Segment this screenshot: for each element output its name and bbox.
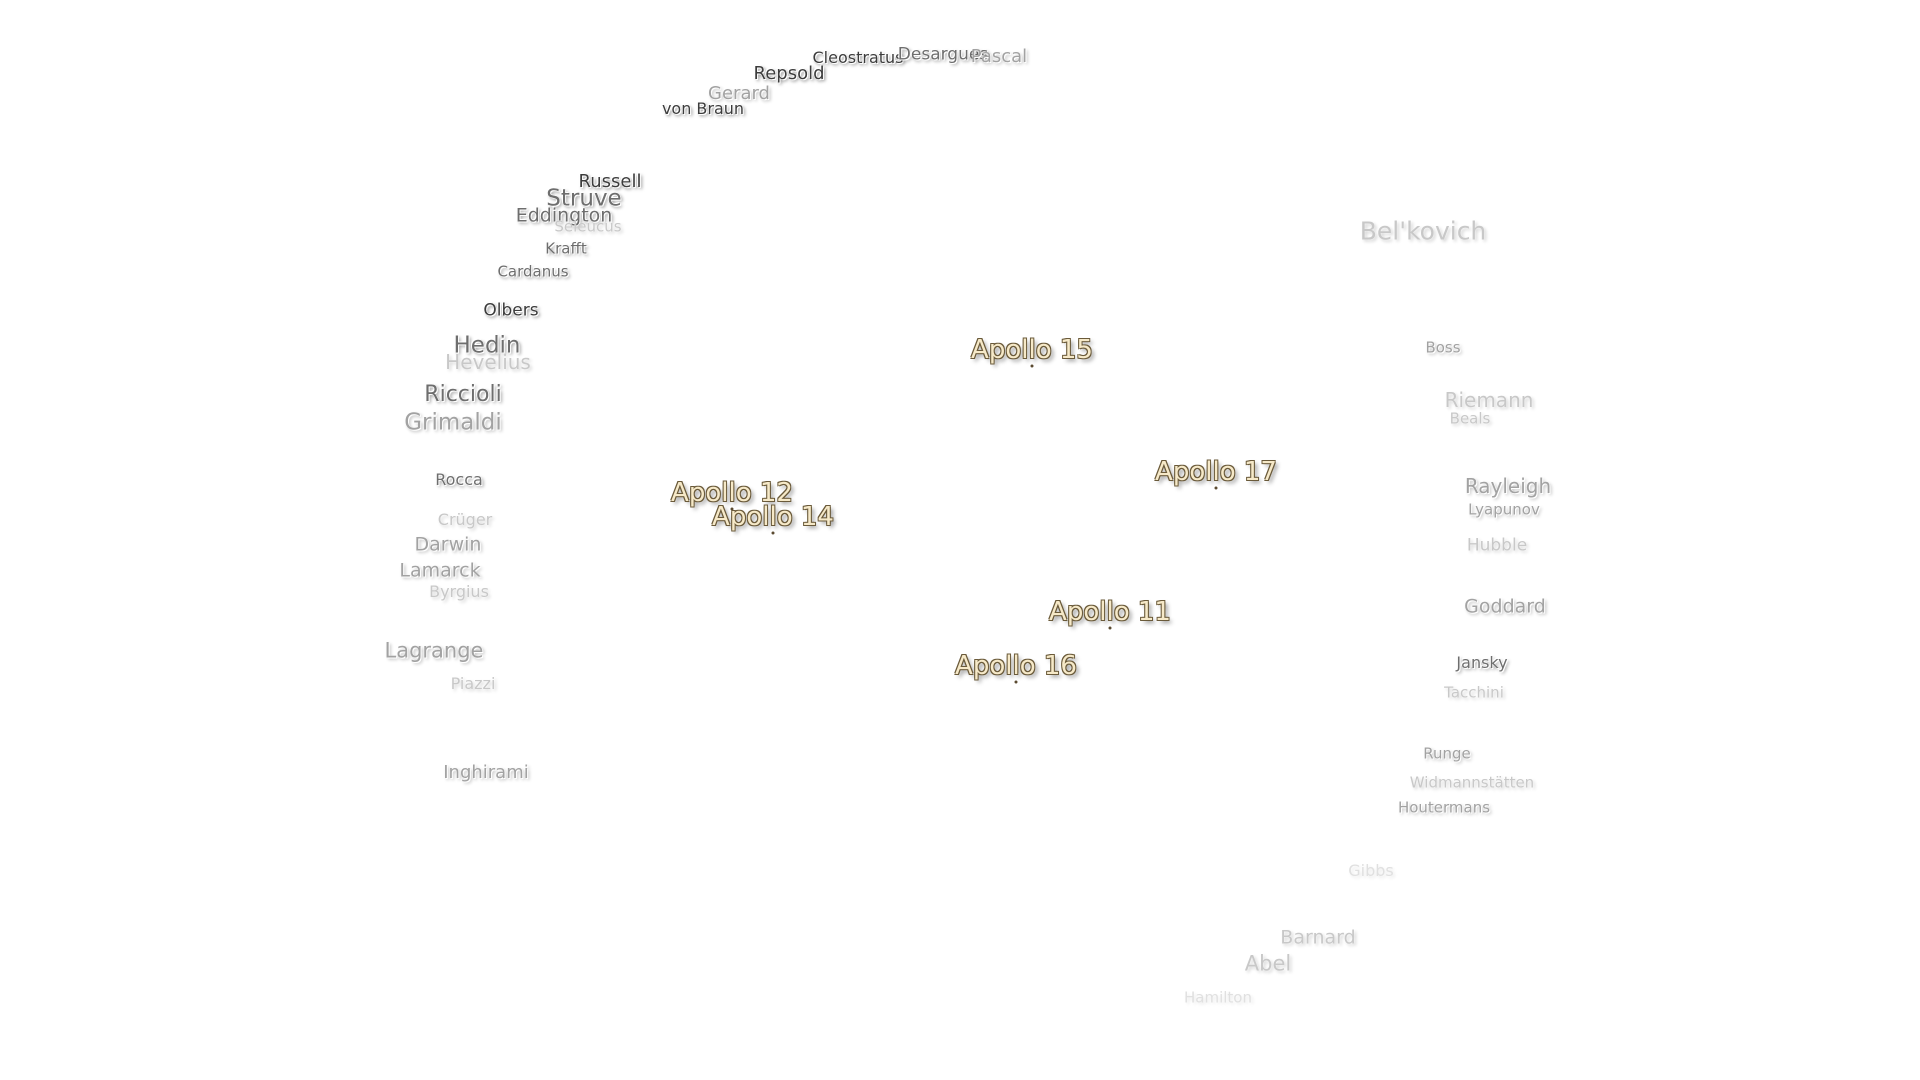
apollo-12-label[interactable]: Apollo 12 <box>671 478 793 508</box>
crater-label-gibbs[interactable]: Gibbs <box>1348 861 1394 880</box>
crater-label-eddington[interactable]: Eddington <box>515 204 613 227</box>
crater-label-beals[interactable]: Beals <box>1449 409 1491 428</box>
apollo-11-label[interactable]: Apollo 11 <box>1049 597 1171 627</box>
apollo-17-label[interactable]: Apollo 17 <box>1155 457 1277 487</box>
crater-label-gerard[interactable]: Gerard <box>708 83 770 104</box>
crater-label-lamarck[interactable]: Lamarck <box>399 559 481 582</box>
crater-label-seleucus[interactable]: Seleucus <box>554 217 622 236</box>
crater-label-byrgius[interactable]: Byrgius <box>429 582 489 601</box>
crater-label-krafft[interactable]: Krafft <box>545 239 587 258</box>
crater-label-rayleigh[interactable]: Rayleigh <box>1464 474 1552 498</box>
crater-label-piazzi[interactable]: Piazzi <box>450 674 496 693</box>
crater-label-grimaldi[interactable]: Grimaldi <box>404 409 502 436</box>
crater-label-belkovich[interactable]: Bel'kovich <box>1359 216 1487 246</box>
crater-label-tacchini[interactable]: Tacchini <box>1444 683 1504 702</box>
crater-label-hamilton[interactable]: Hamilton <box>1184 988 1252 1007</box>
apollo-15-site-marker[interactable] <box>1030 364 1034 368</box>
crater-label-inghirami[interactable]: Inghirami <box>443 762 529 783</box>
crater-label-von-braun[interactable]: von Braun <box>661 99 745 118</box>
crater-label-olbers[interactable]: Olbers <box>483 300 539 321</box>
apollo-15-label[interactable]: Apollo 15 <box>971 335 1093 365</box>
apollo-14-site-marker[interactable] <box>771 531 775 535</box>
crater-label-barnard[interactable]: Barnard <box>1280 926 1356 949</box>
crater-label-runge[interactable]: Runge <box>1423 744 1471 763</box>
apollo-11-site-marker[interactable] <box>1108 626 1112 630</box>
crater-label-hedin[interactable]: Hedin <box>453 332 521 359</box>
crater-label-abel[interactable]: Abel <box>1244 951 1292 976</box>
apollo-17-site-marker[interactable] <box>1214 486 1218 490</box>
crater-label-lyapunov[interactable]: Lyapunov <box>1468 500 1540 519</box>
crater-label-struve[interactable]: Struve <box>546 185 622 212</box>
crater-label-desargues[interactable]: Desargues <box>897 44 989 65</box>
apollo-14-label[interactable]: Apollo 14 <box>712 502 834 532</box>
crater-label-jansky[interactable]: Jansky <box>1456 653 1508 672</box>
crater-label-cleostratus[interactable]: Cleostratus <box>812 48 904 67</box>
crater-label-pascal[interactable]: Pascal <box>970 46 1028 67</box>
crater-label-darwin[interactable]: Darwin <box>414 533 482 556</box>
crater-label-houtermans[interactable]: Houtermans <box>1397 798 1491 817</box>
apollo-16-site-marker[interactable] <box>1014 680 1018 684</box>
apollo-12-site-marker[interactable] <box>730 507 734 511</box>
apollo-16-label[interactable]: Apollo 16 <box>955 651 1077 681</box>
crater-label-cardanus[interactable]: Cardanus <box>497 262 569 281</box>
crater-label-riccioli[interactable]: Riccioli <box>424 382 502 407</box>
crater-label-lagrange[interactable]: Lagrange <box>384 638 484 663</box>
crater-label-cruger[interactable]: Crüger <box>437 510 493 529</box>
crater-label-boss[interactable]: Boss <box>1425 338 1461 357</box>
crater-label-repsold[interactable]: Repsold <box>753 63 825 84</box>
crater-label-hevelius[interactable]: Hevelius <box>445 350 531 374</box>
crater-label-goddard[interactable]: Goddard <box>1464 595 1546 618</box>
crater-label-widmannstatten[interactable]: Widmannstätten <box>1409 773 1535 792</box>
crater-label-hubble[interactable]: Hubble <box>1466 535 1528 556</box>
crater-label-rocca[interactable]: Rocca <box>435 470 483 489</box>
crater-label-russell[interactable]: Russell <box>578 171 642 192</box>
crater-label-riemann[interactable]: Riemann <box>1444 388 1534 412</box>
